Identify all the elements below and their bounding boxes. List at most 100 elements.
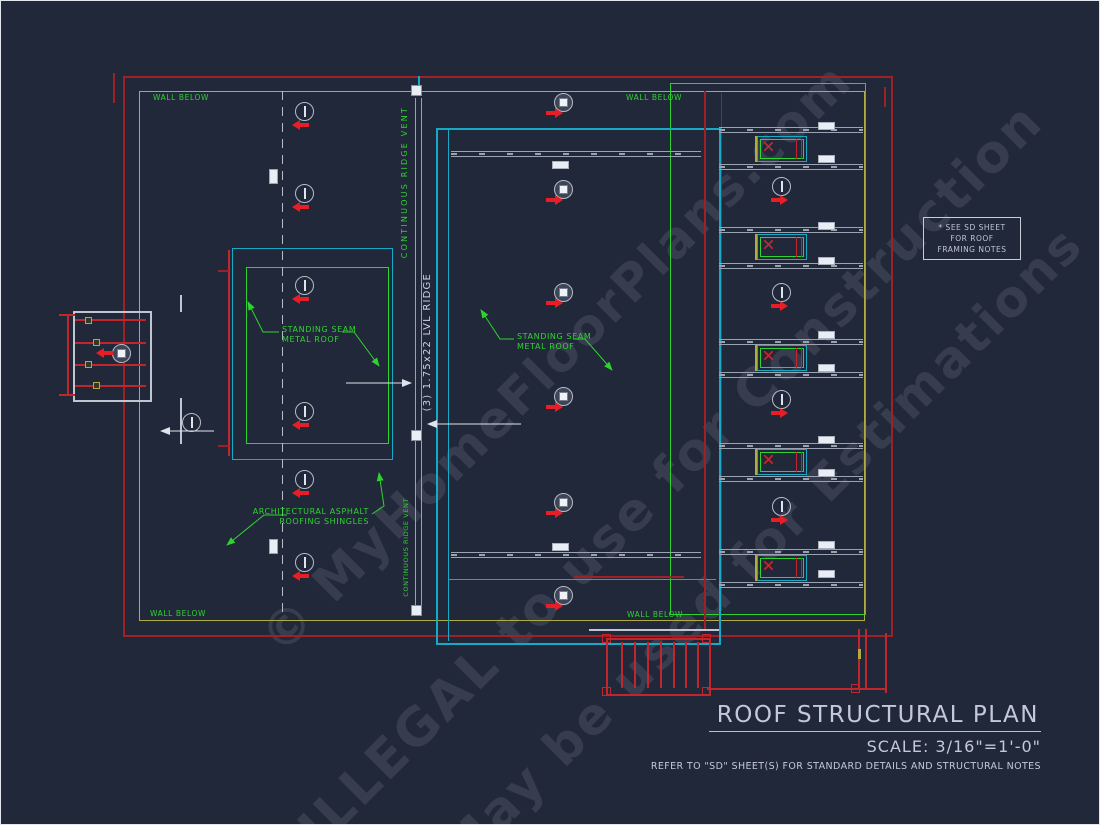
standing-seam-line1: STANDING SEAM	[517, 332, 592, 341]
standing-seam-line1: STANDING SEAM	[282, 325, 357, 334]
ridge-stub-line	[418, 76, 420, 90]
porch-beam-connector	[93, 382, 100, 389]
beam-label-box	[818, 541, 835, 549]
left-bracket-bottom	[59, 394, 75, 396]
keynote-marker-icon	[772, 177, 791, 196]
keynote-marker-icon	[295, 470, 314, 489]
right-wing-roof-outline	[670, 83, 866, 615]
beam-label-box	[818, 222, 835, 230]
stair-tread	[647, 642, 649, 688]
left-bracket-top	[59, 314, 75, 316]
beam-label-box	[818, 257, 835, 265]
keynote-marker-icon	[295, 553, 314, 572]
continuous-ridge-line	[415, 98, 422, 611]
standing-seam-note-center: STANDING SEAM METAL ROOF	[517, 332, 591, 352]
deck-yellow-tick	[858, 649, 861, 659]
keynote-marker-icon	[772, 497, 791, 516]
porch-beam-connector	[85, 361, 92, 368]
porch-beam-connector	[85, 317, 92, 324]
title-block: ROOF STRUCTURAL PLAN SCALE: 3/16"=1'-0" …	[651, 702, 1041, 772]
slope-arrow-icon	[546, 108, 563, 118]
beam-label-box	[818, 155, 835, 163]
slope-arrow-icon	[292, 571, 309, 581]
roof-centerline-dashed	[282, 91, 283, 619]
porch-beam-line	[75, 319, 146, 321]
stair-tread	[634, 642, 636, 688]
framing-note-line2: FOR ROOF	[950, 234, 994, 243]
beam-label-box	[818, 436, 835, 444]
red-tick-bottom	[218, 445, 229, 447]
shingles-line2: ROOFING SHINGLES	[279, 517, 369, 526]
joist-band	[719, 549, 863, 555]
wall-below-outline	[139, 91, 865, 621]
slope-arrow-icon	[771, 301, 788, 311]
standing-seam-note-left: STANDING SEAM METAL ROOF	[282, 325, 356, 345]
keynote-marker-icon	[554, 493, 573, 512]
stair-post	[602, 634, 611, 643]
ridge-vent-label-bottom: CONTINUOUS RIDGE VENT	[402, 498, 410, 597]
beam-label-box	[818, 570, 835, 578]
metal-roof-outline-left	[232, 248, 393, 460]
roof-panel-hatched	[755, 449, 807, 475]
left-porch-outline	[73, 311, 152, 402]
ridge-vent-box	[269, 169, 278, 184]
beam-label-box	[818, 331, 835, 339]
metal-roof-inner-left	[246, 267, 389, 444]
sheet-reference-note: REFER TO "SD" SHEET(S) FOR STANDARD DETA…	[650, 761, 1041, 772]
slope-arrow-icon	[771, 195, 788, 205]
ridge-node-bottom	[411, 605, 422, 616]
deck-edge-far-right	[885, 633, 887, 693]
stair-outline	[606, 638, 711, 696]
slope-arrow-icon	[546, 508, 563, 518]
wall-below-label-bl: WALL BELOW	[150, 609, 206, 618]
stair-tread	[660, 642, 662, 688]
ridge-node-middle	[411, 430, 422, 441]
ridge-vent-label-top: CONTINUOUS RIDGE VENT	[400, 106, 409, 259]
keynote-marker-icon	[295, 276, 314, 295]
deck-post	[851, 684, 860, 693]
stair-post	[702, 687, 711, 696]
deck-edge-right-2	[865, 629, 867, 689]
slope-arrow-icon	[546, 402, 563, 412]
sheet-scale: SCALE: 3/16"=1'-0"	[866, 737, 1041, 756]
left-bracket-line	[67, 314, 69, 396]
joist-band	[719, 263, 863, 269]
slope-arrow-icon	[771, 515, 788, 525]
deck-edge-line	[589, 629, 719, 631]
joist-band	[719, 372, 863, 378]
roof-panel-hatched	[755, 136, 807, 162]
porch-beam-line	[75, 364, 146, 366]
joist-band	[719, 164, 863, 170]
slope-arrow-icon	[546, 195, 563, 205]
porch-beam-line	[75, 385, 146, 387]
beam-label-box	[552, 161, 569, 169]
ridge-vent-box	[269, 539, 278, 554]
red-nub-top-left	[113, 73, 115, 103]
stair-tread	[697, 642, 699, 688]
keynote-marker-icon	[554, 180, 573, 199]
framing-notes-box: * SEE SD SHEET FOR ROOF FRAMING NOTES	[923, 217, 1021, 260]
keynote-marker-icon	[295, 402, 314, 421]
slope-arrow-icon	[292, 488, 309, 498]
joist-band	[719, 476, 863, 482]
keynote-marker-icon	[772, 390, 791, 409]
framing-note-line3: FRAMING NOTES	[937, 245, 1007, 254]
keynote-marker-icon	[554, 586, 573, 605]
keynote-marker-icon	[182, 413, 201, 432]
right-wing-red-line-2	[721, 93, 722, 611]
roof-panel-hatched	[755, 555, 807, 581]
right-wing-red-line-1	[704, 91, 706, 629]
joist-band	[719, 127, 863, 133]
joist-band	[451, 552, 701, 558]
slope-arrow-icon	[292, 202, 309, 212]
keynote-marker-icon	[772, 283, 791, 302]
slope-arrow-icon	[292, 294, 309, 304]
slope-arrow-icon	[96, 348, 113, 358]
beam-label-box	[552, 543, 569, 551]
keynote-marker-icon	[295, 184, 314, 203]
stair-tread	[673, 642, 675, 688]
metal-roof-red-edge	[228, 250, 230, 456]
porch-connector-bottom	[180, 398, 182, 444]
upper-roof-eave-line	[448, 579, 716, 580]
